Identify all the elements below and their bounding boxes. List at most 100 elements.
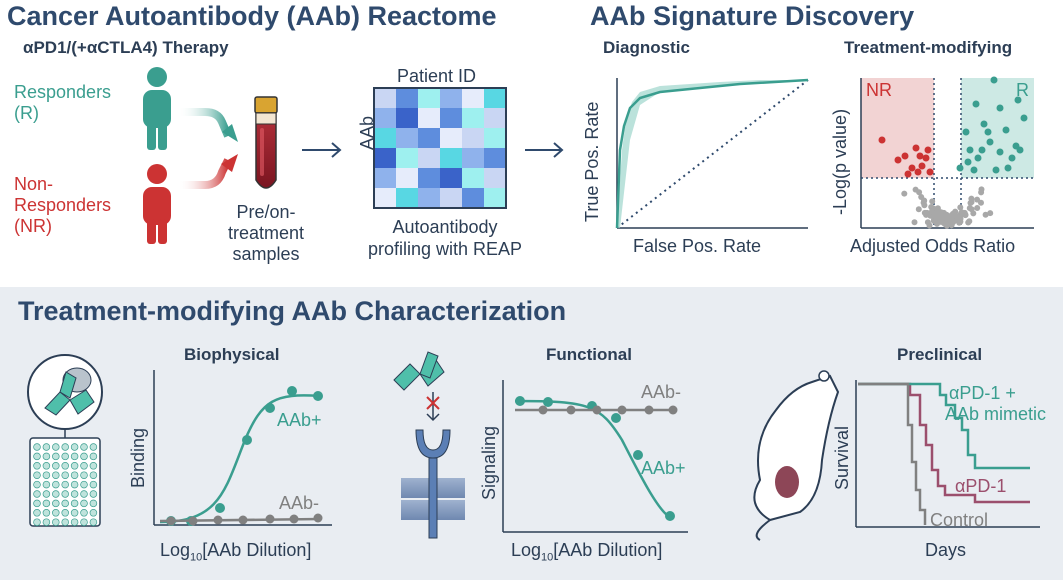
volcano-point-r — [1020, 114, 1028, 122]
well — [70, 509, 79, 517]
survival-xlabel: Days — [925, 540, 967, 560]
blood-tube-icon — [254, 96, 278, 189]
well — [52, 480, 60, 489]
well — [89, 443, 98, 451]
biophysical-pos-point — [215, 503, 225, 513]
well — [42, 471, 51, 479]
functional-pos-point — [515, 396, 525, 406]
volcano-point-ns — [915, 206, 922, 213]
volcano-point-ns — [948, 219, 955, 226]
volcano-point-r — [966, 146, 974, 154]
volcano-point-ns — [921, 197, 928, 204]
survival-combo-line — [858, 382, 1030, 470]
well — [52, 471, 60, 479]
volcano-point-r — [1016, 146, 1024, 154]
survival-chart — [855, 380, 1040, 528]
volcano-point-ns — [968, 206, 975, 213]
heatmap-cell — [418, 128, 440, 148]
functional-neg-point — [668, 405, 678, 415]
well — [89, 462, 98, 470]
responder-person-icon — [143, 67, 171, 150]
functional-xlabel: Log10[AAb Dilution] — [511, 540, 662, 564]
volcano-point-ns — [911, 219, 918, 226]
well — [52, 452, 60, 461]
functional-pos-point — [665, 511, 675, 521]
heatmap-cell — [484, 88, 506, 108]
diagnostic-title: Diagnostic — [603, 38, 690, 57]
biophysical-xlabel-post: [AAb Dilution] — [202, 540, 312, 560]
volcano-point-ns — [916, 189, 923, 196]
volcano-xlabel: Adjusted Odds Ratio — [850, 236, 1016, 256]
profiling-line2: profiling with REAP — [367, 239, 523, 259]
survival-combo-line2: AAb mimetic — [945, 404, 1047, 424]
well — [70, 518, 79, 526]
well — [61, 518, 69, 526]
volcano-point-ns — [901, 190, 908, 197]
heatmap-cell — [374, 88, 396, 108]
well — [33, 443, 41, 451]
heatmap-cell — [484, 148, 506, 168]
biophysical-xlabel: Log10[AAb Dilution] — [160, 540, 311, 564]
therapy-label: αPD1/(+αCTLA4) Therapy — [23, 38, 229, 57]
heatmap-cell — [484, 168, 506, 188]
heatmap-cell — [374, 128, 396, 148]
heatmap-cell — [418, 188, 440, 208]
well — [70, 480, 79, 489]
survival-ylabel: Survival — [832, 425, 852, 490]
reap-heatmap — [373, 87, 507, 209]
biophysical-neg-point — [289, 514, 299, 524]
characterization-title: Treatment-modifying AAb Characterization — [18, 296, 567, 326]
well — [80, 452, 88, 461]
samples-line3: samples — [232, 244, 300, 264]
heatmap-cell — [374, 108, 396, 128]
heatmap-cell — [396, 168, 418, 188]
functional-chart — [502, 380, 688, 533]
well — [33, 452, 41, 461]
biophysical-neg-point — [188, 516, 198, 526]
volcano-point-ns — [921, 209, 928, 216]
well — [42, 452, 51, 461]
volcano-point-r — [978, 146, 986, 154]
functional-xlabel-post: [AAb Dilution] — [553, 540, 663, 560]
volcano-point-ns — [974, 196, 981, 203]
volcano-point-r — [974, 154, 982, 162]
volcano-point-r — [986, 138, 994, 146]
survival-combo-label: αPD-1 + AAb mimetic — [945, 383, 1046, 425]
responders-line1: Responders — [14, 82, 112, 102]
volcano-point-ns — [978, 186, 985, 193]
volcano-point-ns — [929, 198, 936, 205]
well — [33, 490, 41, 498]
well — [80, 509, 88, 517]
volcano-point-nr — [912, 144, 920, 152]
arrow-to-roc — [525, 142, 564, 158]
well — [80, 480, 88, 489]
functional-pos-line — [514, 399, 673, 520]
well — [61, 509, 69, 517]
antibody-blocking-icon — [393, 351, 445, 422]
volcano-point-nr — [916, 152, 924, 160]
well — [42, 499, 51, 508]
biophysical-neg-point — [213, 515, 223, 525]
volcano-point-r — [990, 76, 998, 84]
functional-title: Functional — [546, 345, 632, 364]
heatmap-cell — [440, 188, 462, 208]
heatmap-cell — [374, 168, 396, 188]
biophysical-pos-point — [242, 435, 252, 445]
well — [52, 518, 60, 526]
responder-arrow — [178, 108, 238, 142]
well — [89, 471, 98, 479]
well — [61, 471, 69, 479]
volcano-point-ns — [937, 214, 944, 221]
functional-aab-pos-label: AAb+ — [641, 458, 686, 478]
well — [61, 462, 69, 470]
heatmap-cell — [396, 108, 418, 128]
well — [89, 509, 98, 517]
survival-combo-line1: αPD-1 + — [949, 383, 1016, 403]
volcano-point-nr — [922, 154, 930, 162]
heatmap-cell — [462, 88, 484, 108]
patient-id-label: Patient ID — [397, 66, 477, 86]
heatmap-cell — [462, 188, 484, 208]
well — [80, 518, 88, 526]
biophysical-aab-neg-label: AAb- — [279, 493, 320, 513]
volcano-nr-label: NR — [866, 80, 892, 100]
